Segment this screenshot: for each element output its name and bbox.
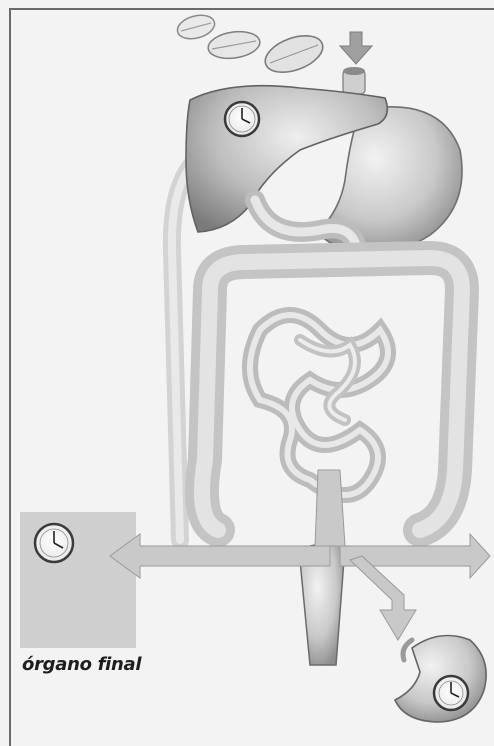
clock-icon [35,524,73,562]
pill-1 [175,11,217,42]
clock-icon [434,676,468,710]
intake-arrow [340,32,372,64]
pill-3 [260,29,327,80]
final-organ-label: órgano final [22,654,141,675]
pill-2 [206,29,261,62]
down-arrow [350,556,416,640]
clock-icon [225,102,259,136]
small-intestine [250,315,388,495]
junction [315,470,345,546]
